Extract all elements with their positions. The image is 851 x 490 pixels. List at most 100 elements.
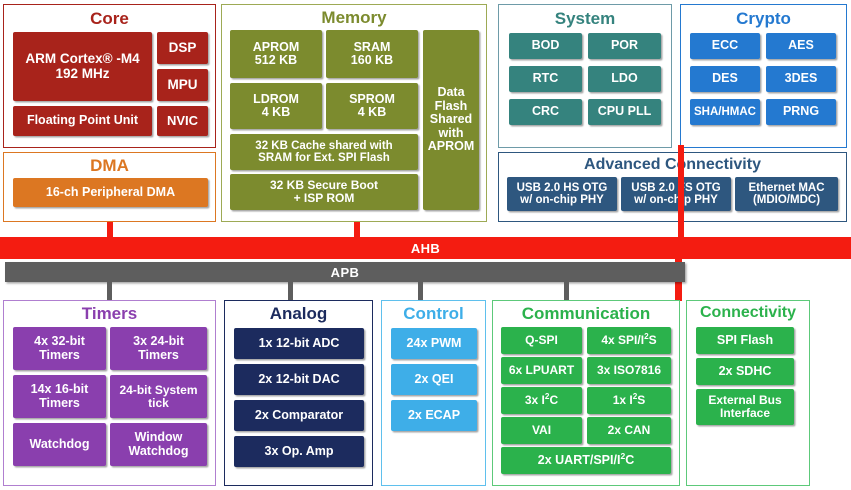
block-watchdog-label: Watchdog <box>29 436 90 451</box>
block-usb-fs-line1: USB 2.0 FS OTG <box>631 181 721 194</box>
block-crc-label: CRC <box>531 104 560 119</box>
block-system-tick-line1: 24-bit System <box>119 382 198 397</box>
panel-system: System BOD POR RTC LDO CRC CPU PLL <box>498 4 672 148</box>
block-system-tick[interactable]: 24-bit System tick <box>110 375 207 418</box>
block-comparator[interactable]: 2x Comparator <box>234 400 364 431</box>
block-op-amp[interactable]: 3x Op. Amp <box>234 436 364 467</box>
block-timers-32bit-line2: Timers <box>39 347 80 362</box>
block-timers-24bit-line1: 3x 24-bit <box>133 334 184 348</box>
block-dac[interactable]: 2x 12-bit DAC <box>234 364 364 395</box>
block-ldo[interactable]: LDO <box>588 66 661 92</box>
block-cache[interactable]: 32 KB Cache shared with SRAM for Ext. SP… <box>230 134 418 170</box>
block-usb-fs-otg[interactable]: USB 2.0 FS OTG w/ on-chip PHY <box>621 177 731 211</box>
block-pwm-label: 24x PWM <box>406 335 462 350</box>
block-bod[interactable]: BOD <box>509 33 582 59</box>
block-pwm[interactable]: 24x PWM <box>391 328 477 359</box>
block-uart-spi-i2c[interactable]: 2x UART/SPI/I2C <box>501 447 671 474</box>
panel-timers-title: Timers <box>81 304 138 323</box>
panel-connectivity-body: SPI Flash 2x SDHC External Bus Interface <box>687 321 809 485</box>
block-vai[interactable]: VAI <box>501 417 582 444</box>
bus-apb[interactable]: APB <box>5 262 685 282</box>
connector-dma-to-ahb <box>107 222 113 237</box>
block-timers-32bit[interactable]: 4x 32-bit Timers <box>13 327 106 370</box>
block-dsp[interactable]: DSP <box>157 32 208 64</box>
block-qei[interactable]: 2x QEI <box>391 364 477 395</box>
block-qei-label: 2x QEI <box>414 371 454 386</box>
block-iso7816-label: 3x ISO7816 <box>596 363 662 378</box>
block-crc[interactable]: CRC <box>509 99 582 125</box>
block-sram-line1: SRAM <box>353 39 391 54</box>
block-des[interactable]: DES <box>690 66 760 92</box>
panel-advanced-connectivity-body: USB 2.0 HS OTG w/ on-chip PHY USB 2.0 FS… <box>499 173 846 221</box>
block-secure-boot-line2: + ISP ROM <box>293 191 355 205</box>
block-watchdog[interactable]: Watchdog <box>13 423 106 466</box>
block-aes[interactable]: AES <box>766 33 836 59</box>
block-lpuart[interactable]: 6x LPUART <box>501 357 582 384</box>
block-prng[interactable]: PRNG <box>766 99 836 125</box>
block-timers-24bit[interactable]: 3x 24-bit Timers <box>110 327 207 370</box>
block-rtc[interactable]: RTC <box>509 66 582 92</box>
block-adc-label: 1x 12-bit ADC <box>258 335 340 350</box>
panel-analog: Analog 1x 12-bit ADC 2x 12-bit DAC 2x Co… <box>224 300 373 486</box>
panel-communication: Communication Q-SPI 4x SPI/I2S 6x LPUART… <box>492 300 680 486</box>
block-i2s[interactable]: 1x I2S <box>587 387 671 414</box>
block-ethernet-mac-line2: (MDIO/MDC) <box>752 194 821 206</box>
block-ethernet-mac[interactable]: Ethernet MAC (MDIO/MDC) <box>735 177 838 211</box>
block-ecc[interactable]: ECC <box>690 33 760 59</box>
block-sha-hmac-label: SHA/HMAC <box>694 105 756 118</box>
block-sdhc[interactable]: 2x SDHC <box>696 358 794 385</box>
block-sram[interactable]: SRAM 160 KB <box>326 30 418 78</box>
block-usb-hs-otg[interactable]: USB 2.0 HS OTG w/ on-chip PHY <box>507 177 617 211</box>
panel-memory-title: Memory <box>321 8 387 27</box>
block-mpu[interactable]: MPU <box>157 69 208 101</box>
block-sprom[interactable]: SPROM 4 KB <box>326 83 418 129</box>
block-iso7816[interactable]: 3x ISO7816 <box>587 357 671 384</box>
block-adc[interactable]: 1x 12-bit ADC <box>234 328 364 359</box>
block-spi-i2s[interactable]: 4x SPI/I2S <box>587 327 671 354</box>
block-nvic[interactable]: NVIC <box>157 106 208 136</box>
block-ecap-label: 2x ECAP <box>407 407 461 422</box>
block-i2c[interactable]: 3x I2C <box>501 387 582 414</box>
block-vai-label: VAI <box>531 423 552 438</box>
block-timers-16bit-line2: Timers <box>39 395 80 410</box>
block-por[interactable]: POR <box>588 33 661 59</box>
block-i2c-label: 3x I2C <box>524 392 559 408</box>
block-aprom[interactable]: APROM 512 KB <box>230 30 322 78</box>
block-sha-hmac[interactable]: SHA/HMAC <box>690 99 760 125</box>
block-window-watchdog[interactable]: Window Watchdog <box>110 423 207 466</box>
block-16ch-peripheral-dma[interactable]: 16-ch Peripheral DMA <box>13 178 208 207</box>
block-aprom-line2: 512 KB <box>254 53 298 67</box>
block-external-bus-interface[interactable]: External Bus Interface <box>696 389 794 425</box>
block-sdhc-label: 2x SDHC <box>718 363 772 378</box>
block-secure-boot[interactable]: 32 KB Secure Boot + ISP ROM <box>230 174 418 210</box>
block-aes-label: AES <box>788 38 814 53</box>
block-3des[interactable]: 3DES <box>766 66 836 92</box>
block-lpuart-label: 6x LPUART <box>508 363 575 378</box>
block-cpu-pll-label: CPU PLL <box>597 104 652 119</box>
block-floating-point-unit[interactable]: Floating Point Unit <box>13 106 152 136</box>
block-ldrom[interactable]: LDROM 4 KB <box>230 83 322 129</box>
panel-connectivity-title: Connectivity <box>699 304 796 321</box>
block-cache-line1: 32 KB Cache shared with <box>255 139 393 152</box>
block-prng-label: PRNG <box>782 104 820 119</box>
block-sram-line2: 160 KB <box>350 53 394 67</box>
bus-ahb[interactable]: AHB <box>0 237 851 259</box>
block-spi-flash[interactable]: SPI Flash <box>696 327 794 354</box>
block-q-spi[interactable]: Q-SPI <box>501 327 582 354</box>
block-timers-16bit[interactable]: 14x 16-bit Timers <box>13 375 106 418</box>
block-ldrom-line2: 4 KB <box>261 105 291 119</box>
block-can[interactable]: 2x CAN <box>587 417 671 444</box>
block-cpu-pll[interactable]: CPU PLL <box>588 99 661 125</box>
block-rtc-label: RTC <box>532 71 559 86</box>
block-ethernet-mac-line1: Ethernet MAC <box>748 181 825 194</box>
connector-apb-to-control <box>418 282 423 301</box>
block-can-label: 2x CAN <box>607 423 651 438</box>
block-arm-cortex-m4[interactable]: ARM Cortex® -M4 192 MHz <box>13 32 152 101</box>
block-data-flash[interactable]: Data Flash Shared with APROM <box>423 30 479 210</box>
block-fpu-label: Floating Point Unit <box>26 113 139 128</box>
block-spi-i2s-label: 4x SPI/I2S <box>601 332 657 348</box>
block-ecap[interactable]: 2x ECAP <box>391 400 477 431</box>
panel-core: Core ARM Cortex® -M4 192 MHz DSP MPU Flo… <box>3 4 216 148</box>
panel-communication-title: Communication <box>521 304 651 323</box>
block-system-tick-line2: tick <box>148 395 169 410</box>
